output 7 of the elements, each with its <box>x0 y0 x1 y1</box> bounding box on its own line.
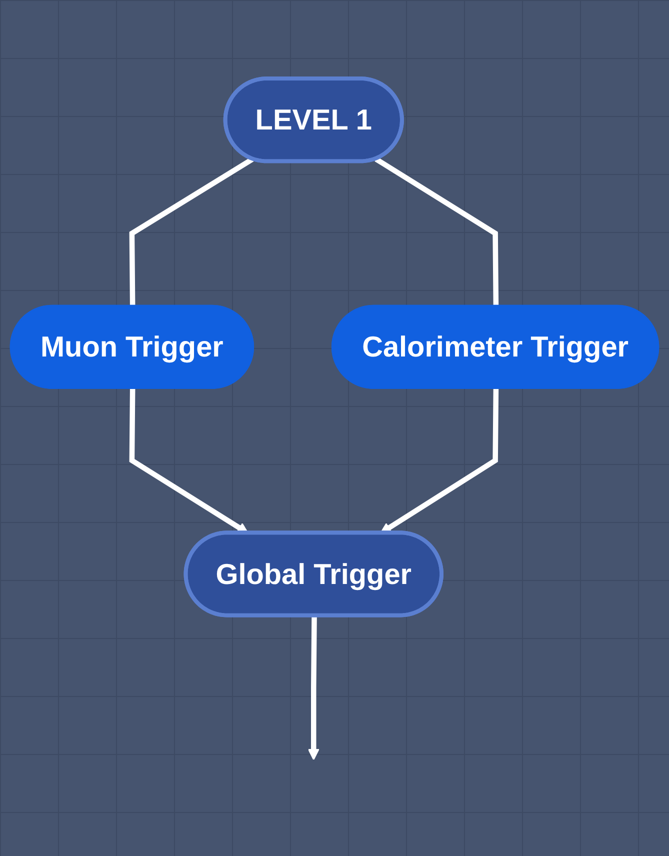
process-node: Muon Trigger <box>10 304 254 389</box>
arrow <box>308 616 320 760</box>
connector <box>374 156 499 306</box>
process-node: Global Trigger <box>184 530 444 617</box>
process-node: LEVEL 1 <box>223 76 404 163</box>
process-node: Calorimeter Trigger <box>331 304 660 389</box>
connector <box>129 156 254 306</box>
